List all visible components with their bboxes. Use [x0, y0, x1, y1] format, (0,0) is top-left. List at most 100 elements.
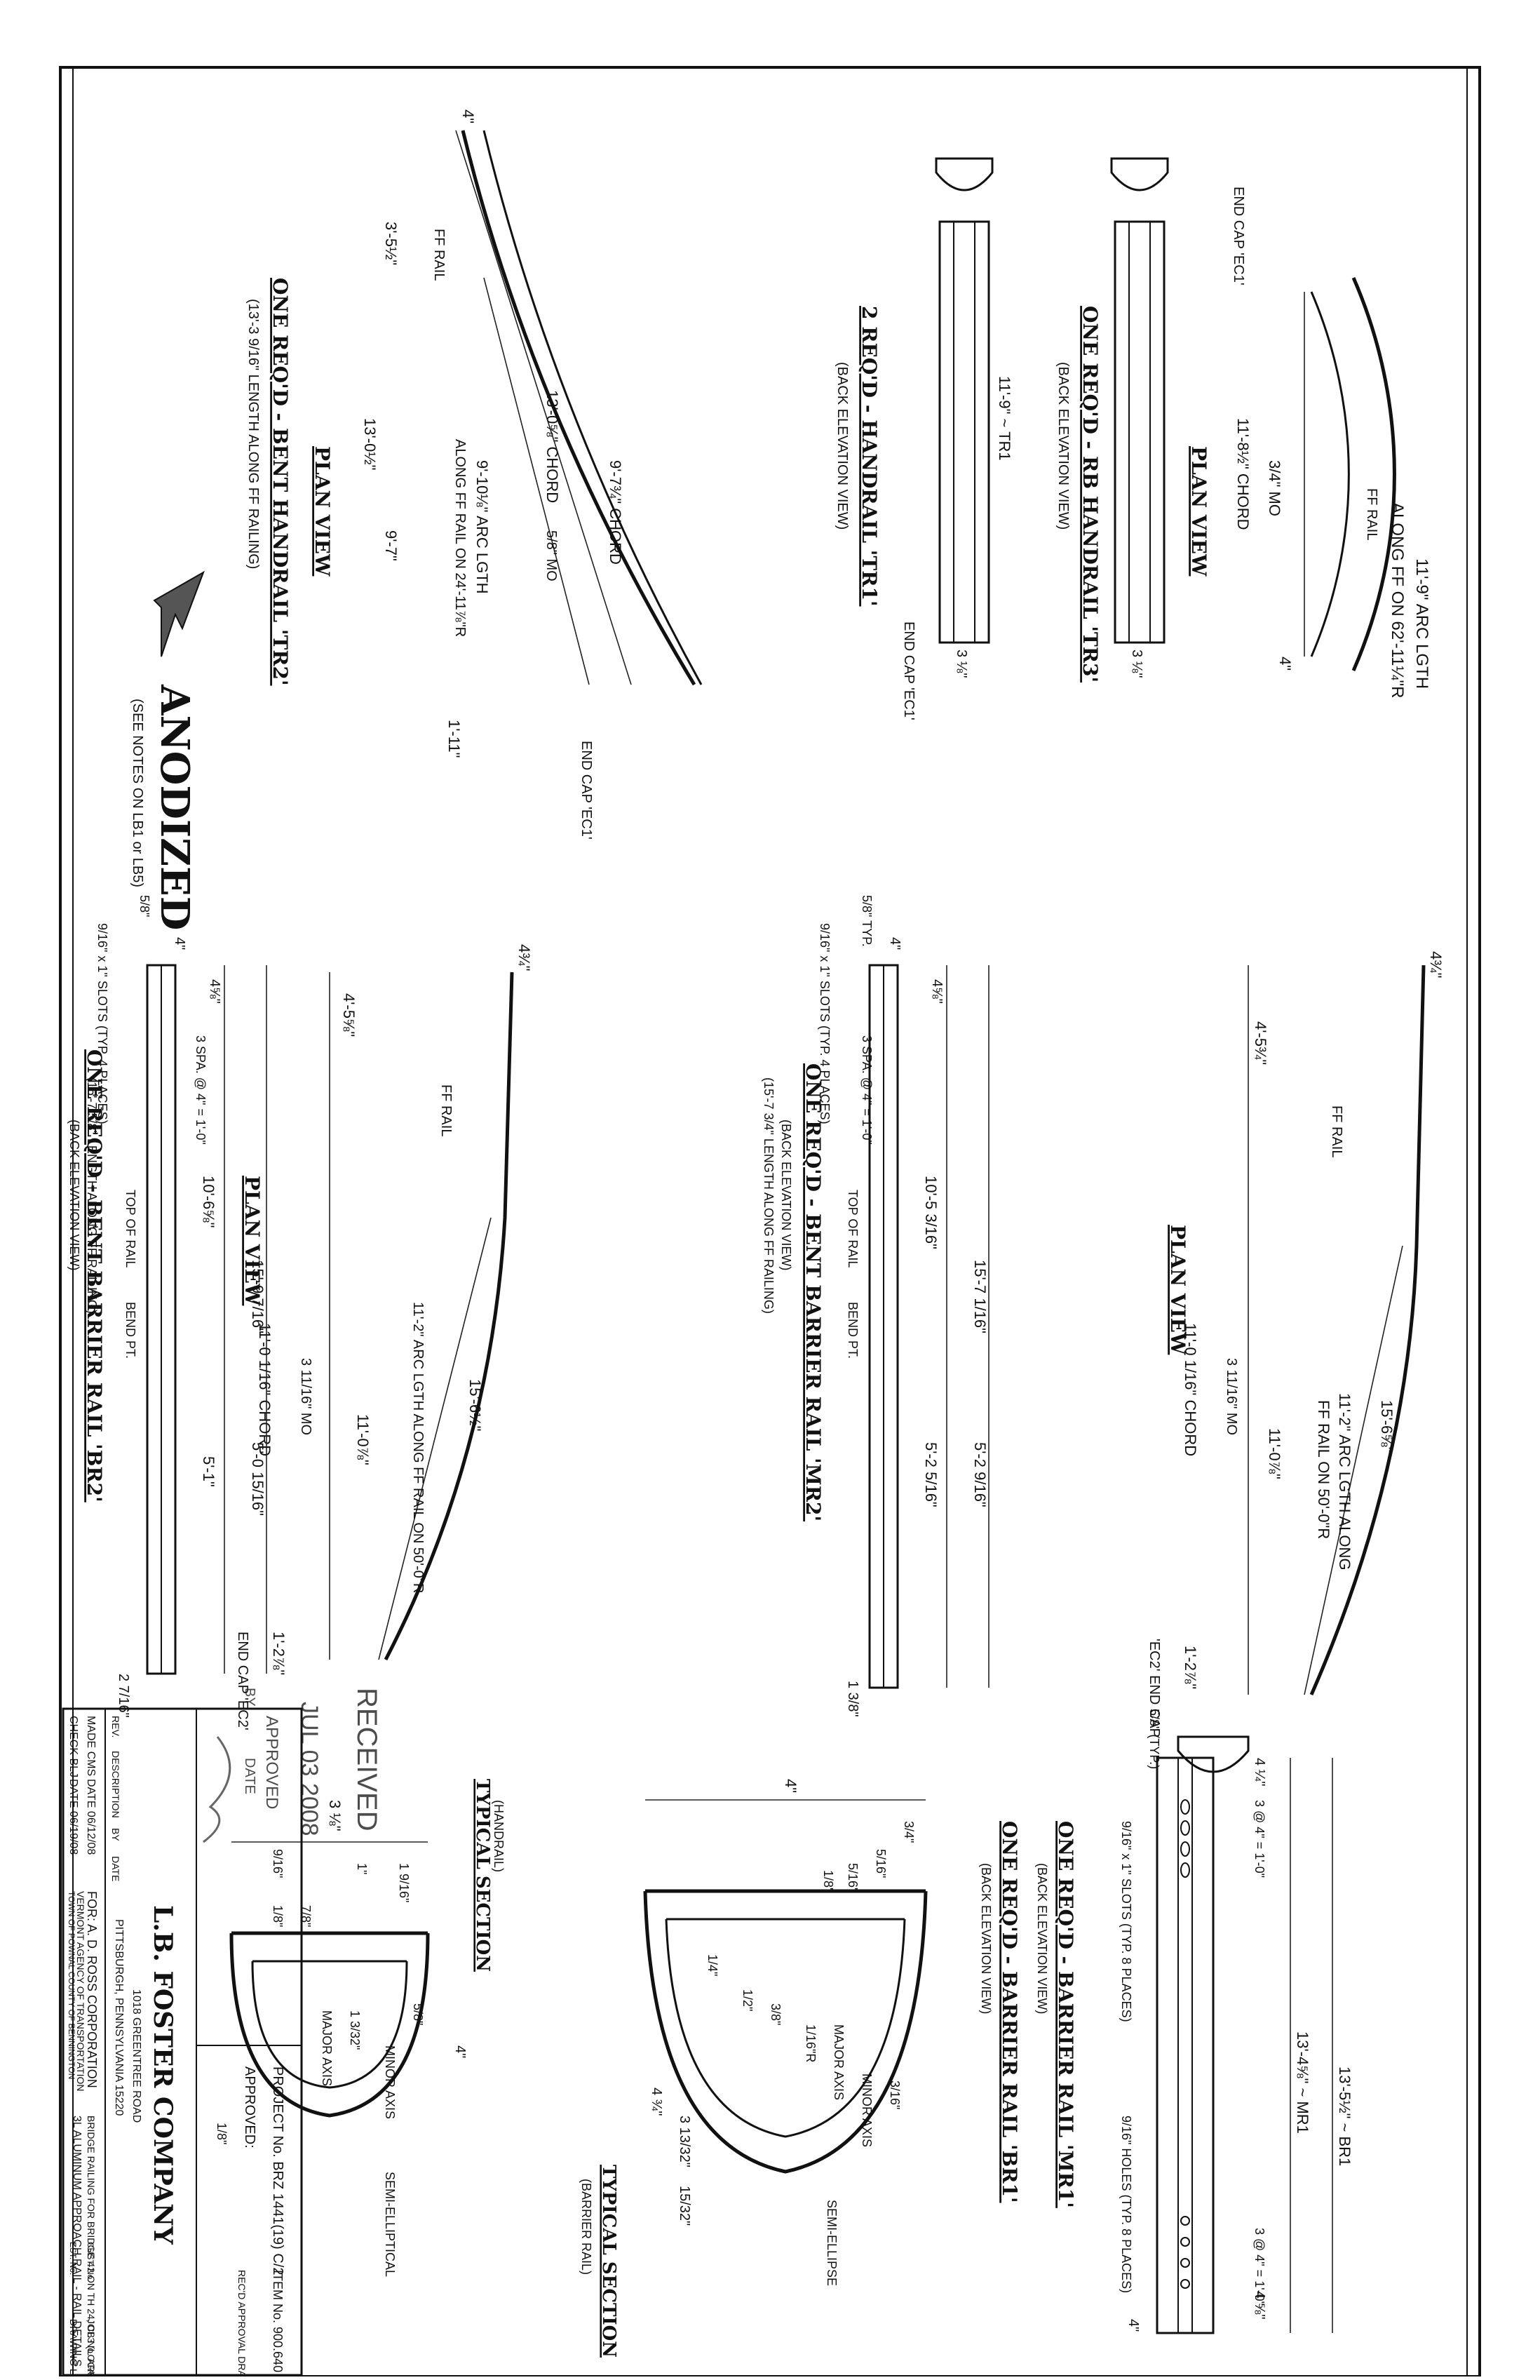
handrail-ellipse: SEMI-ELLIPTICAL — [383, 2172, 397, 2277]
handrail-title: TYPICAL SECTION — [472, 1779, 493, 1972]
mr1-typ: 5/8" (TYP.) — [1147, 1709, 1161, 1769]
rb-elev-rect — [1114, 220, 1166, 644]
br2-mo: 3 11/16" MO — [298, 1358, 313, 1435]
br2-arc: 11'-2" ARC LGTH ALONG FF RAIL ON 50'-0"R — [410, 1302, 426, 1593]
br2-width: 4¾" — [515, 944, 533, 971]
tb-company: L.B. FOSTER COMPANY — [148, 1905, 177, 2245]
barrier-h3: 15/32" — [677, 2186, 692, 2226]
tr1-length: 11'-9" ~ TR1 — [996, 376, 1013, 461]
barrier-title: TYPICAL SECTION — [598, 2165, 619, 2358]
tr2-rail-inner — [482, 130, 703, 685]
tr1-end-cap-shape — [935, 157, 994, 191]
br2-total: 15'-6½" — [466, 1379, 484, 1431]
mr2-plan: 4¾" FF RAIL 4'-5¾" 15'-6⅝" 11'-2" ARC LG… — [1147, 951, 1445, 1737]
typical-section-handrail: 3 ⅛" 1 9/16" 1" 9/16" 1/8" 7/8" 5/8" 1 3… — [215, 1779, 506, 2277]
mr1-total: 13'-5½" ~ BR1 — [1336, 2066, 1353, 2166]
barrier-h2: 3 13/32" — [677, 2116, 692, 2167]
mr2-elev-d1: 4⅝" — [929, 979, 945, 1004]
mr2-elev-total: 15'-7 1/16" — [971, 1260, 989, 1333]
tb-drawing-no: DRAWING LB15 — [68, 2319, 79, 2376]
br2-elev-end: 2 7/16" — [116, 1674, 131, 1718]
tb-rev: REV. — [110, 1716, 121, 1737]
rb-chord: 11'-8½" CHORD — [1234, 418, 1252, 530]
tr2-arc: 9'-10⅛" ARC LGTH — [473, 460, 491, 594]
handrail-section-inner — [251, 1960, 408, 2089]
tr2-arc-radius: ALONG FF RAIL ON 24'-11⅞"R — [452, 439, 468, 637]
anodized-note: (SEE NOTES ON LB1 or LB5) — [130, 699, 145, 887]
mr1-sub: (BACK ELEVATION VIEW) — [1035, 1863, 1049, 2014]
tr2-end-cap: END CAP 'EC1' — [579, 741, 594, 840]
mr1-slots-label: 9/16" x 1" SLOTS (TYP. 8 PLACES) — [1119, 1821, 1133, 2022]
handrail-minor: MINOR AXIS — [383, 2045, 397, 2119]
barrier-d14: 1/4" — [705, 1954, 720, 1976]
rb-arc-length: 11'-9" ARC LGTH — [1412, 558, 1431, 689]
tr1-title: 2 REQ'D - HANDRAIL 'TR1' — [858, 306, 881, 607]
tr2-dim2: 13'-0½" — [361, 418, 379, 470]
tr2-dim1: 3'-5½" — [382, 222, 400, 265]
tb-made-date: DATE 06/12/08 — [85, 1779, 97, 1855]
br2-dim1: 4'-5⅝" — [340, 993, 358, 1037]
tr2-mo: 5/8" MO — [543, 530, 559, 581]
br2-elevation: 4" 5/8" 4⅝" 9/16" x 1" SLOTS (TYP. 4 PLA… — [67, 895, 267, 1718]
mr2-elev-typ: 5/8" TYP. — [860, 895, 874, 947]
handrail-tr1: 11'-9" ~ TR1 END CAP 'EC1' 3 ⅛" 2 REQ'D … — [835, 157, 1013, 720]
mr2-end: 1'-2⅞" — [1182, 1646, 1199, 1689]
typical-section-barrier: 4" 3/4" 5/16" 5/16" 1/8" 1/4" 1/2" 3/8" … — [579, 1779, 928, 2358]
barrier-d516a: 5/16" — [874, 1849, 888, 1878]
mr2-elev-width: 4" — [887, 937, 903, 950]
barrier-r116: 1/16"R — [804, 2024, 818, 2062]
br2-elev-title: ONE REQ'D - BENT BARRIER RAIL 'BR2' — [83, 1049, 106, 1502]
tb-description: DESCRIPTION — [110, 1751, 121, 1818]
mr2-ff-rail: FF RAIL — [1329, 1105, 1344, 1157]
mr2-elev-spa: 3 SPA. @ 4" = 1'-0" — [860, 1035, 874, 1145]
anodized-label: ANODIZED (SEE NOTES ON LB1 or LB5) — [130, 570, 205, 930]
handrail-f: 5/8" — [411, 2003, 425, 2025]
mr1-mr1: 13'-4⅝" ~ MR1 — [1294, 2031, 1311, 2134]
tr2-rail-outer — [461, 130, 696, 686]
tb-made: MADE CMS — [85, 1716, 97, 1776]
rb-handrail-elevation: 3 ⅛" ONE REQ'D - RB HANDRAIL 'TR3' (BACK… — [1055, 157, 1169, 683]
mr1-end-cap-shape — [1177, 1735, 1250, 1773]
mr2-rail — [1309, 964, 1426, 1696]
tb-check: CHECK BLJ — [67, 1716, 79, 1777]
barrier-d316: 3/16" — [888, 2080, 902, 2109]
tr1-rect — [938, 220, 990, 644]
tr1-end-cap: END CAP 'EC1' — [901, 621, 917, 720]
tb-address2: PITTSBURGH, PENNSYLVANIA 15220 — [113, 1919, 125, 2116]
barrier-d38: 3/8" — [769, 2003, 783, 2025]
tr2-ff-rail: FF RAIL — [431, 229, 447, 281]
mr2-dim1: 4'-5¾" — [1252, 1021, 1269, 1065]
handrail-subtitle: (HANDRAIL) — [492, 1800, 506, 1872]
mr1-width: 4" — [1126, 2319, 1141, 2332]
barrier-d18: 1/8" — [821, 1870, 835, 1892]
rb-end-cap: END CAP 'EC1' — [1231, 187, 1246, 285]
br2-plan-view: PLAN VIEW — [241, 1176, 264, 1306]
tr2-title: ONE REQ'D - BENT HANDRAIL 'TR2' — [269, 278, 292, 686]
handrail-i: 1/8" — [215, 2123, 229, 2144]
mr2-chord: 11'-0 1/16" CHORD — [1182, 1323, 1199, 1456]
mr2-arc: 11'-2" ARC LGTH ALONG — [1336, 1393, 1353, 1570]
mr2-total: 15'-6⅝" — [1378, 1400, 1396, 1452]
mr2-elev-d4: 5'-2 5/16" — [922, 1442, 940, 1507]
barrier-ellipse: SEMI-ELLIPSE — [825, 2200, 839, 2286]
tb-job: JOB No. AR0495 — [86, 2319, 97, 2376]
stamp-signature — [203, 1736, 231, 1843]
rb-elev-height: 3 ⅛" — [1129, 650, 1144, 678]
mr2-elev-end: 1 3/8" — [845, 1681, 860, 1717]
mr1-title: ONE REQ'D - BARRIER RAIL 'MR1' — [1054, 1821, 1077, 2208]
mr2-elev-sub2: (15'-7 3/4" LENGTH ALONG FF RAILING) — [762, 1077, 776, 1314]
tb-project: PROJECT No. BRZ 1441(19) C/2 — [270, 2066, 285, 2275]
mr2-elev-d3: 5'-2 9/16" — [971, 1442, 989, 1507]
handrail-b: 1" — [355, 1863, 369, 1874]
title-block: L.B. FOSTER COMPANY 1018 GREENTREE ROAD … — [62, 1707, 303, 2380]
handrail-h: 4" — [452, 2045, 468, 2058]
mr2-arc-radius: FF RAIL ON 50'-0"R — [1315, 1400, 1332, 1539]
tr1-subtitle: (BACK ELEVATION VIEW) — [835, 362, 850, 530]
br1-title: ONE REQ'D - BARRIER RAIL 'BR1' — [998, 1821, 1021, 2203]
br2-elev-bend: BEND PT. — [123, 1302, 137, 1359]
rb-arc-radius: ALONG FF ON 62'-11¼"R — [1388, 502, 1407, 698]
barrier-width: 4" — [782, 1779, 799, 1793]
anodized-text: ANODIZED — [151, 684, 198, 930]
